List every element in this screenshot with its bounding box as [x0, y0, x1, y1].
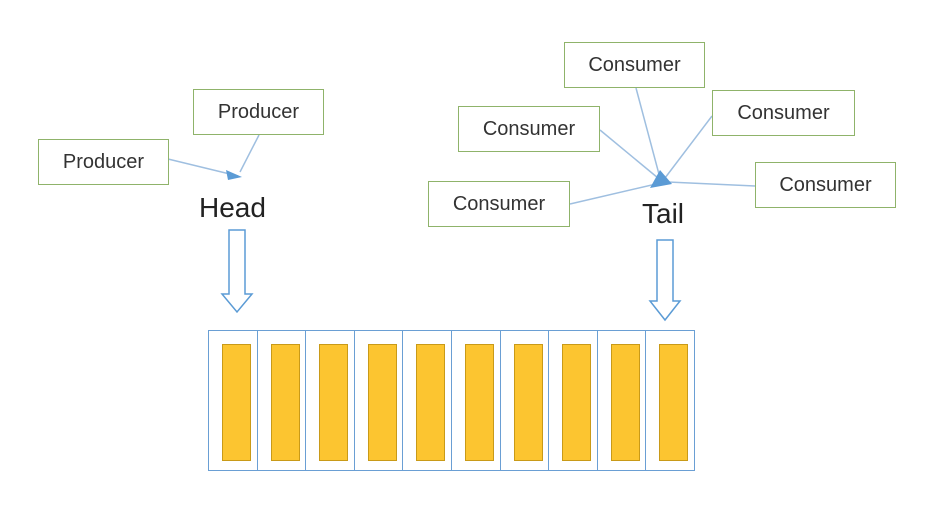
consumer-right-lower-connector [667, 181, 756, 187]
buffer-cell [548, 330, 598, 471]
producer-box-2: Producer [193, 89, 324, 135]
buffer-cell [645, 330, 695, 471]
producer-1-connector [167, 158, 239, 177]
buffer-cell [353, 330, 404, 471]
producer-2-connector [239, 134, 260, 173]
consumer-box-left-lower: Consumer [428, 181, 570, 227]
head-down-arrow [220, 229, 254, 314]
consumer-left-upper-connector [599, 129, 659, 179]
producer-box-1: Producer [38, 139, 169, 185]
consumer-right-upper-connector [664, 115, 713, 179]
buffer-slot [319, 344, 349, 461]
head-pointer-arrowhead [226, 170, 242, 180]
consumer-top-connector [635, 87, 661, 179]
buffer-slot [465, 344, 494, 461]
buffer-slot [513, 344, 543, 461]
buffer-slot [659, 344, 689, 461]
buffer-slot [610, 344, 640, 461]
buffer-cell [402, 330, 452, 471]
tail-pointer-arrowhead [650, 170, 672, 188]
buffer-cell [305, 330, 355, 471]
tail-down-arrow [648, 239, 682, 322]
buffer-slot [222, 344, 251, 461]
buffer-cell [451, 330, 501, 471]
buffer-slot [367, 344, 397, 461]
buffer-slot [270, 344, 300, 461]
buffer-cell [208, 330, 258, 471]
ring-buffer [208, 330, 695, 471]
buffer-slot [416, 344, 446, 461]
buffer-cell [499, 330, 550, 471]
consumer-box-right-lower: Consumer [755, 162, 896, 208]
buffer-cell [596, 330, 647, 471]
consumer-box-top: Consumer [564, 42, 705, 88]
tail-label: Tail [642, 198, 685, 229]
head-label: Head [199, 192, 266, 223]
buffer-slot [562, 344, 592, 461]
consumer-box-left-upper: Consumer [458, 106, 600, 152]
consumer-box-right-upper: Consumer [712, 90, 855, 136]
consumer-left-lower-connector [569, 183, 657, 205]
buffer-cell [256, 330, 307, 471]
